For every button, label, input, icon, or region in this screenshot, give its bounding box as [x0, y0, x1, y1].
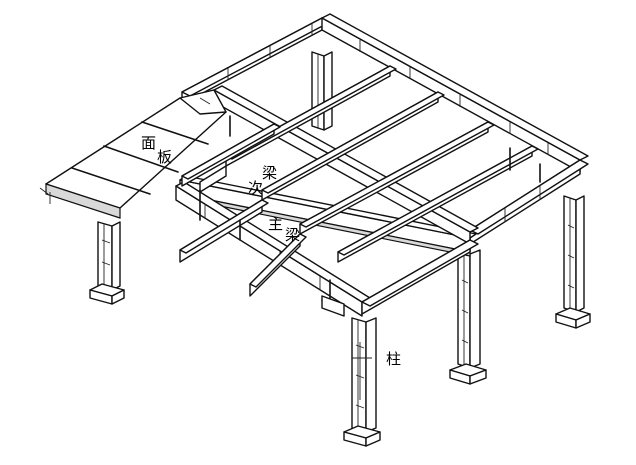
secondary-beam	[337, 145, 539, 263]
column-right-back	[555, 195, 591, 329]
column-right-front	[449, 249, 487, 385]
secondary-beam	[249, 233, 307, 297]
secondary-beam	[299, 121, 495, 235]
label-secondary-beam-2: 梁	[262, 164, 278, 182]
label-panel-2: 板	[157, 148, 173, 166]
label-panel-1: 面	[141, 134, 157, 152]
label-main-beam-1: 主	[268, 215, 284, 233]
secondary-beam	[179, 199, 269, 263]
deck-panel	[39, 89, 227, 219]
label-secondary-beam-1: 次	[248, 179, 264, 197]
secondary-beam	[181, 123, 281, 187]
main-beam-back-right	[321, 13, 589, 173]
main-beam-front-right	[361, 239, 479, 315]
secondary-beams	[179, 65, 539, 297]
secondary-beam	[261, 91, 445, 201]
main-beam-back-left	[181, 17, 331, 105]
label-column: 柱	[386, 350, 402, 368]
sub-frame	[199, 115, 541, 317]
column-front-left	[89, 221, 125, 305]
main-beam-right-front	[469, 159, 589, 245]
label-main-beam-2: 梁	[285, 226, 301, 244]
column-front-middle	[343, 317, 381, 447]
column-back-left	[311, 51, 333, 131]
